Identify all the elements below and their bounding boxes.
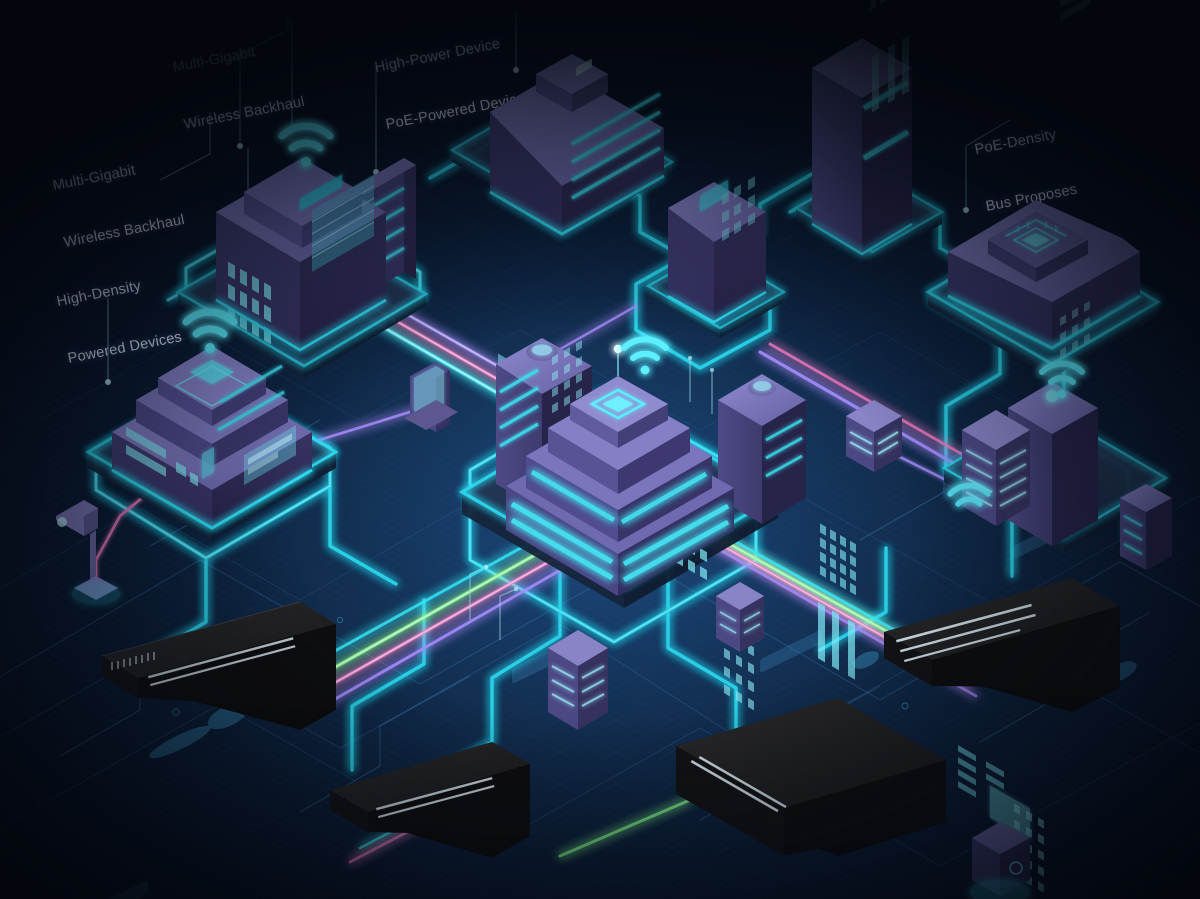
building-terraced-w	[111, 346, 313, 530]
device-server-rack-b	[962, 410, 1030, 526]
device-server-rack-c	[548, 630, 608, 730]
switch-bottom-mid	[676, 698, 946, 856]
device-server-rack-a	[846, 400, 902, 472]
switch-bottom-left	[101, 601, 336, 730]
wifi-icon-nw-roof	[278, 122, 334, 167]
building-small-tower-e	[1120, 484, 1172, 570]
device-server-rack-d	[716, 582, 764, 652]
wifi-icon-c-left	[621, 336, 669, 375]
device-security-camera-w	[56, 500, 120, 604]
antenna-dish-icon	[748, 380, 776, 396]
device-kiosk-display-c	[404, 362, 458, 432]
building-skyscraper-ne	[811, 0, 913, 680]
switch-bottom-center	[330, 742, 530, 858]
switch-bottom-right	[884, 578, 1120, 712]
